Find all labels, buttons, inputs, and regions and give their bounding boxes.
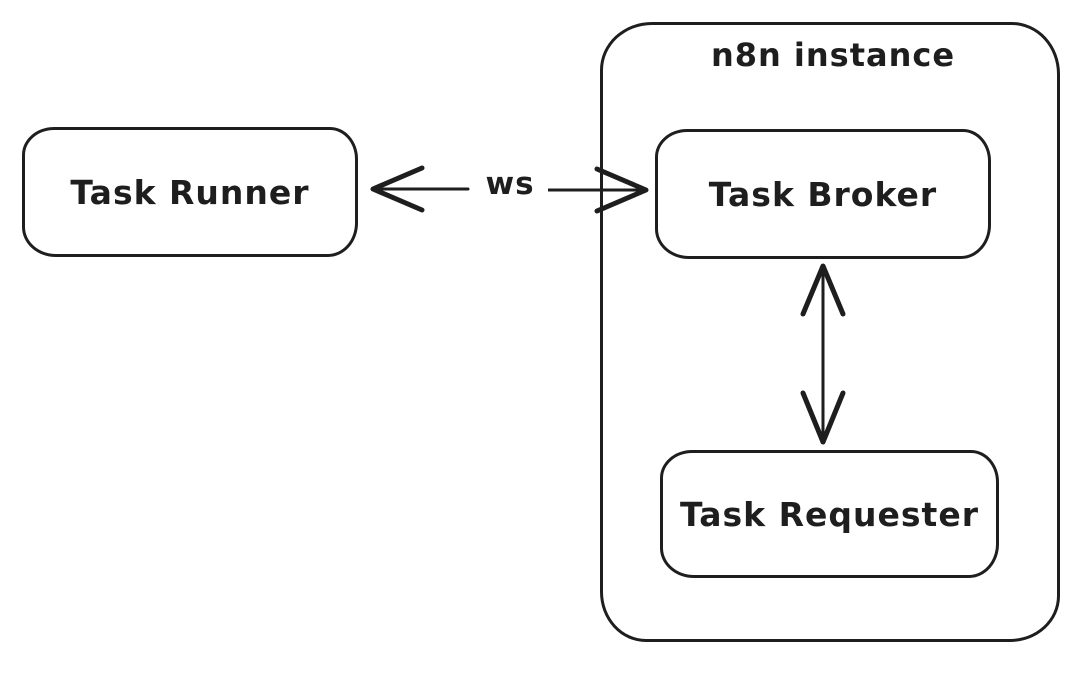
edge-ws-label: ws xyxy=(472,166,548,202)
node-task-requester-label: Task Requester xyxy=(680,494,979,534)
node-task-broker-label: Task Broker xyxy=(708,174,938,214)
node-task-runner-label: Task Runner xyxy=(70,172,310,212)
node-task-requester: Task Requester xyxy=(660,450,999,578)
node-task-broker: Task Broker xyxy=(655,129,991,259)
n8n-instance-container xyxy=(600,22,1060,642)
n8n-instance-label: n8n instance xyxy=(710,36,956,74)
node-task-runner: Task Runner xyxy=(22,127,358,257)
